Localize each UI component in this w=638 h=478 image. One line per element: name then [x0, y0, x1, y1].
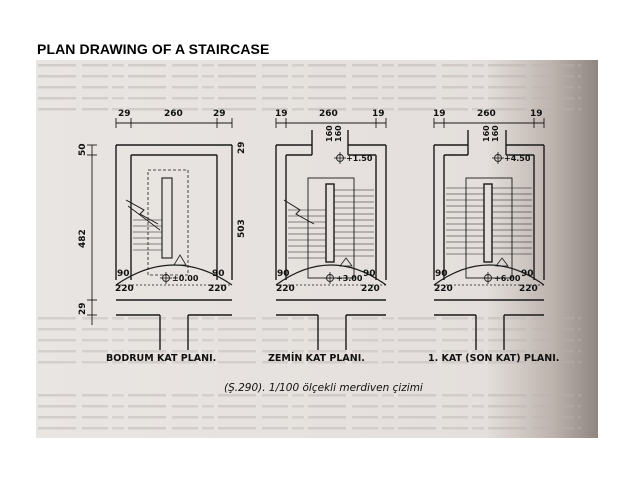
- landing-dim: 90: [435, 269, 448, 279]
- dim-label: 19: [433, 109, 446, 119]
- landing-dim: 220: [276, 284, 295, 294]
- dim-label: 160: [482, 125, 491, 142]
- dim-label: 29: [118, 109, 131, 119]
- dim-label: 160: [325, 125, 334, 142]
- landing-dim: 220: [361, 284, 380, 294]
- bleed-through-text: [36, 60, 581, 114]
- plan-bodrum: [87, 118, 233, 350]
- dim-label: 19: [275, 109, 288, 119]
- plan-caption: BODRUM KAT PLANI.: [106, 353, 216, 364]
- dim-label: 19: [530, 109, 543, 119]
- plan-zemin: [275, 118, 387, 350]
- dim-label: 29: [237, 141, 247, 154]
- plan-zemin-labels: 19 260 19 160 160 +1.50 90 220 90 220 +3…: [268, 109, 385, 364]
- bleed-through-text: [36, 310, 581, 370]
- dim-label: 50: [78, 143, 88, 156]
- landing-dim: 90: [117, 269, 130, 279]
- figure-caption: (Ş.290). 1/100 ölçekli merdiven çizimi: [224, 382, 423, 394]
- dim-label: 19: [372, 109, 385, 119]
- level-label: +1.50: [346, 154, 373, 163]
- level-label: +6.00: [494, 274, 521, 283]
- landing-dim: 220: [208, 284, 227, 294]
- dim-label: 260: [164, 109, 183, 119]
- plan-son-kat-labels: 19 260 19 160 160 +4.50 90 220 90 220 +6…: [428, 109, 559, 364]
- dim-label: 160: [491, 125, 500, 142]
- plan-caption: ZEMİN KAT PLANI.: [268, 353, 365, 364]
- level-label: +4.50: [504, 154, 531, 163]
- level-label: +3.00: [336, 274, 363, 283]
- landing-dim: 220: [519, 284, 538, 294]
- dim-label: 260: [477, 109, 496, 119]
- scanned-page: 29 260 29 50 482 29 29 503 90 220 90 220…: [36, 60, 598, 438]
- plan-son-kat: [433, 118, 545, 350]
- plan-bodrum-labels: 29 260 29 50 482 29 29 503 90 220 90 220…: [78, 109, 247, 364]
- staircase-plans-drawing: 29 260 29 50 482 29 29 503 90 220 90 220…: [36, 60, 598, 438]
- level-label: ±0.00: [172, 274, 199, 283]
- slide-title: PLAN DRAWING OF A STAIRCASE: [37, 41, 270, 57]
- dim-label: 160: [334, 125, 343, 142]
- bleed-through-text: [36, 390, 581, 438]
- dim-label: 260: [319, 109, 338, 119]
- plan-caption: 1. KAT (SON KAT) PLANI.: [428, 353, 559, 364]
- landing-dim: 220: [434, 284, 453, 294]
- dim-label: 29: [213, 109, 226, 119]
- dim-label: 482: [78, 229, 88, 248]
- dim-label: 503: [237, 219, 247, 238]
- landing-dim: 90: [521, 269, 534, 279]
- landing-dim: 90: [212, 269, 225, 279]
- landing-dim: 220: [115, 284, 134, 294]
- landing-dim: 90: [277, 269, 290, 279]
- dim-label: 29: [78, 302, 88, 315]
- landing-dim: 90: [363, 269, 376, 279]
